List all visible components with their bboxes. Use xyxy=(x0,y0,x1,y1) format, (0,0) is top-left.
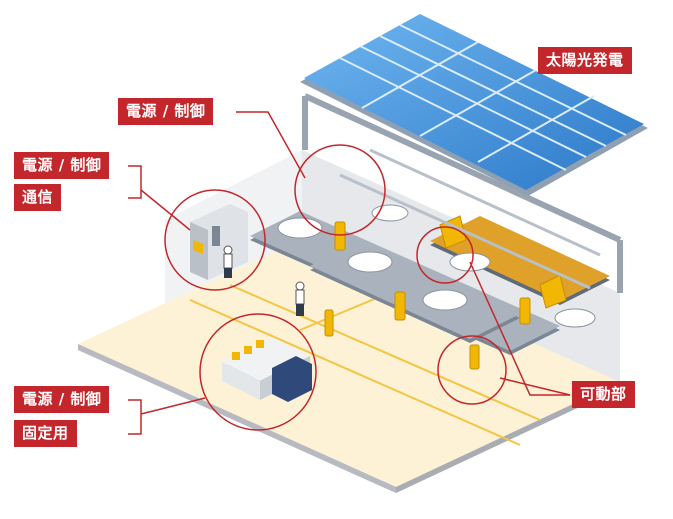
label-communication: 通信 xyxy=(14,184,62,211)
highlight-circle-control-panel xyxy=(164,189,266,291)
label-power-control-bottom: 電源 / 制御 xyxy=(14,386,110,413)
callout-lines xyxy=(128,111,571,435)
solar-panel-array xyxy=(300,14,648,196)
workers xyxy=(223,245,305,316)
callout-line-agv xyxy=(140,397,206,415)
highlight-circles xyxy=(164,144,507,431)
callout-bracket-left xyxy=(128,165,142,199)
highlight-circle-moving-arm-2 xyxy=(437,335,507,405)
callout-line-control-panel xyxy=(140,189,191,231)
robot-arms xyxy=(324,215,567,370)
callout-bracket-bottom xyxy=(128,399,142,435)
label-solar-power: 太陽光発電 xyxy=(538,47,632,74)
callout-line-power-top xyxy=(236,111,306,179)
callout-line-moving-1 xyxy=(469,261,570,396)
highlight-circle-robot-cell xyxy=(294,144,386,236)
callout-line-moving-2 xyxy=(499,377,571,396)
label-power-control-left: 電源 / 制御 xyxy=(14,152,110,179)
label-fixed-use: 固定用 xyxy=(14,420,77,447)
label-moving-parts: 可動部 xyxy=(572,381,635,408)
highlight-circle-agv xyxy=(199,313,317,431)
control-cabinet xyxy=(190,204,248,280)
overhead-pipes-thin xyxy=(339,148,601,290)
label-power-control-top: 電源 / 制御 xyxy=(118,98,214,125)
overhead-pipes xyxy=(302,93,623,293)
agv-vehicle xyxy=(222,337,312,402)
highlight-circle-moving-arm-1 xyxy=(416,226,474,284)
